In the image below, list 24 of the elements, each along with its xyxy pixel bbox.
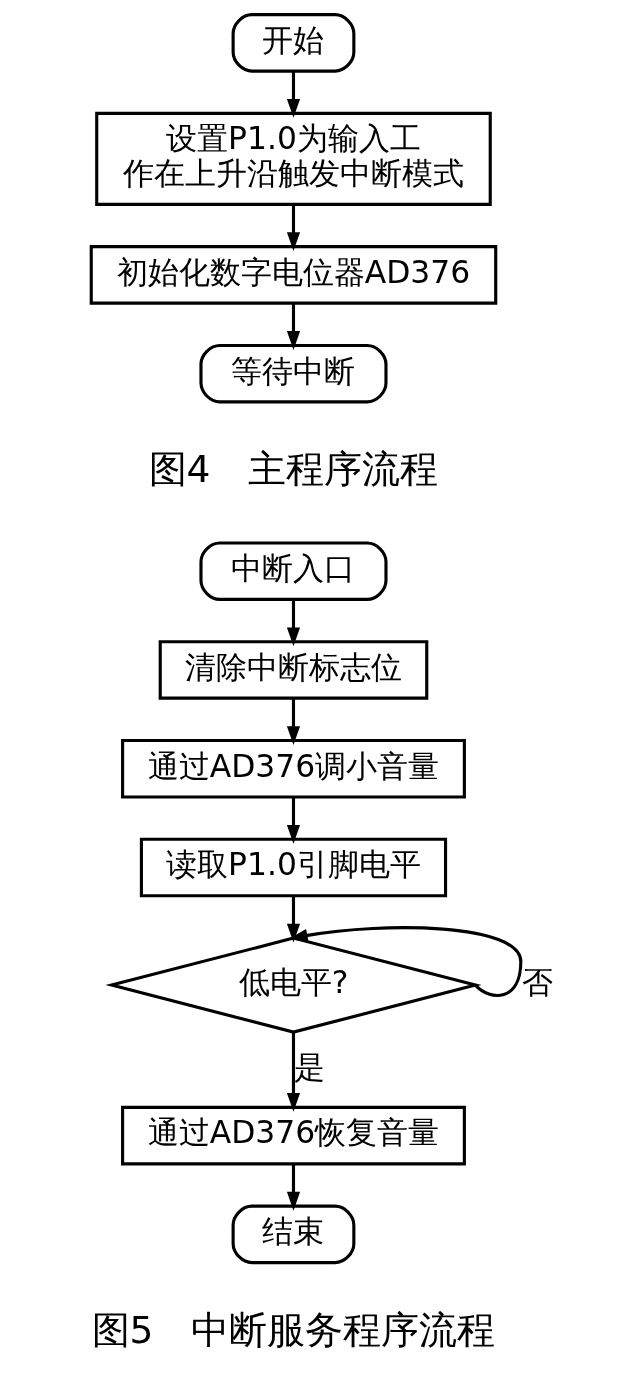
node-box: 设置P1.0为输入工作在上升沿触发中断模式 (94, 111, 492, 206)
node-diamond: 低电平? (104, 936, 482, 1034)
node-box: 初始化数字电位器AD376 (89, 245, 497, 305)
edge-label: 否 (521, 963, 553, 1000)
arrow (286, 71, 300, 118)
arrow (286, 896, 300, 943)
node-box: 结束 (231, 1204, 355, 1265)
arrow (286, 1032, 300, 1112)
node-box: 中断入口 (198, 541, 388, 601)
arrow (286, 698, 300, 746)
node-box: 清除中断标志位 (158, 640, 428, 700)
arrow (286, 599, 300, 647)
node-box: 读取P1.0引脚电平 (139, 837, 447, 898)
node-box: 等待中断 (198, 343, 388, 404)
arrow (286, 797, 300, 844)
node-box: 通过AD376调小音量 (120, 738, 466, 799)
label: 图4 主程序流程 (148, 447, 438, 492)
node-box: 开始 (231, 13, 355, 73)
node-box: 通过AD376恢复音量 (120, 1105, 466, 1166)
arrow (286, 204, 300, 252)
label: 图5 中断服务程序流程 (91, 1307, 495, 1352)
arrow (286, 303, 300, 350)
arrow (286, 1164, 300, 1211)
edge-label: 是 (293, 1048, 325, 1085)
